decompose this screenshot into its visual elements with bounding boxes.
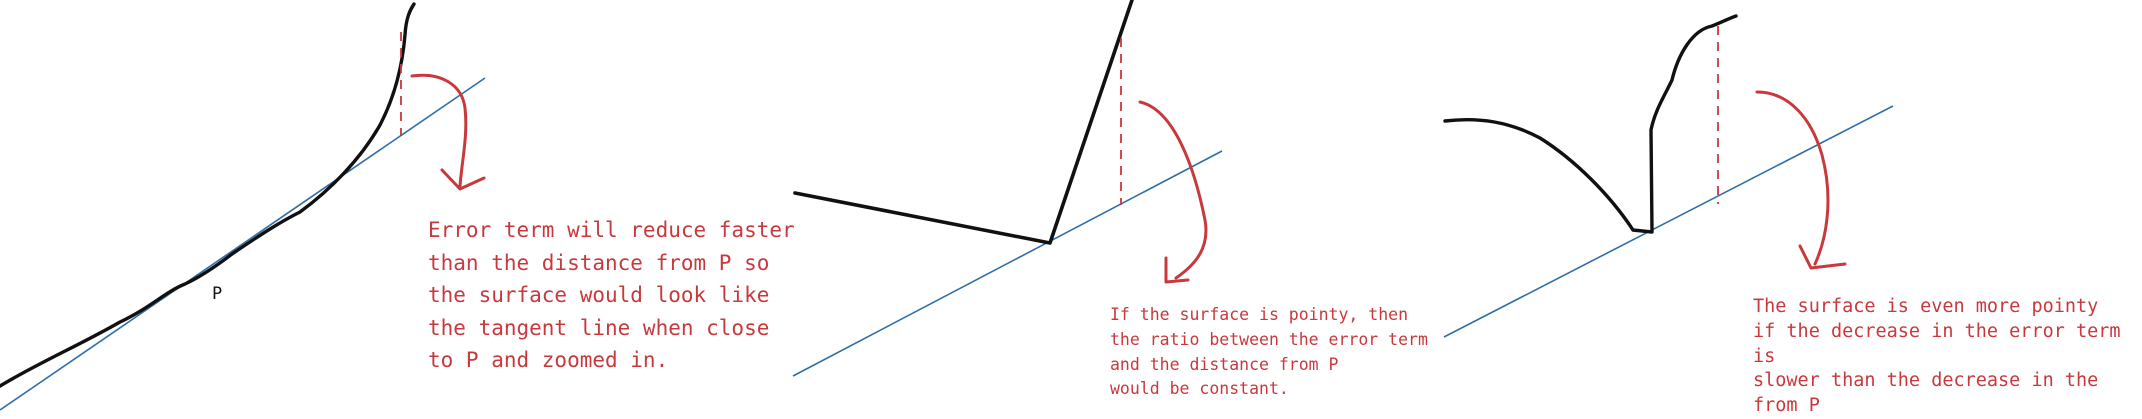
- more-pointy-surface-left: [1443, 117, 1635, 232]
- curved-arrow-1: [410, 73, 468, 188]
- curved-arrow-2: [1138, 100, 1208, 280]
- curved-arrow-3: [1755, 90, 1830, 266]
- arrow-head-2: [1164, 256, 1190, 284]
- tangent-line-2: [792, 150, 1223, 377]
- smooth-surface-curve: [0, 2, 416, 388]
- point-p-label: P: [212, 284, 223, 304]
- pointy-surface: [793, 0, 1134, 245]
- pointy-surface-note: If the surface is pointy, then the ratio…: [1110, 305, 1428, 399]
- smooth-surface-note: Error term will reduce faster than the d…: [428, 218, 795, 372]
- more-pointy-surface-cusp: [1631, 14, 1738, 234]
- arrow-head-3: [1798, 244, 1847, 270]
- panel-pointy: [792, 0, 1223, 377]
- arrow-head-1: [440, 168, 486, 191]
- panel-smooth: [0, 2, 486, 411]
- tangent-line-1: [0, 77, 486, 411]
- panel-more-pointy: [1443, 14, 1894, 338]
- more-pointy-surface-note: The surface is even more pointy if the d…: [1753, 296, 2121, 417]
